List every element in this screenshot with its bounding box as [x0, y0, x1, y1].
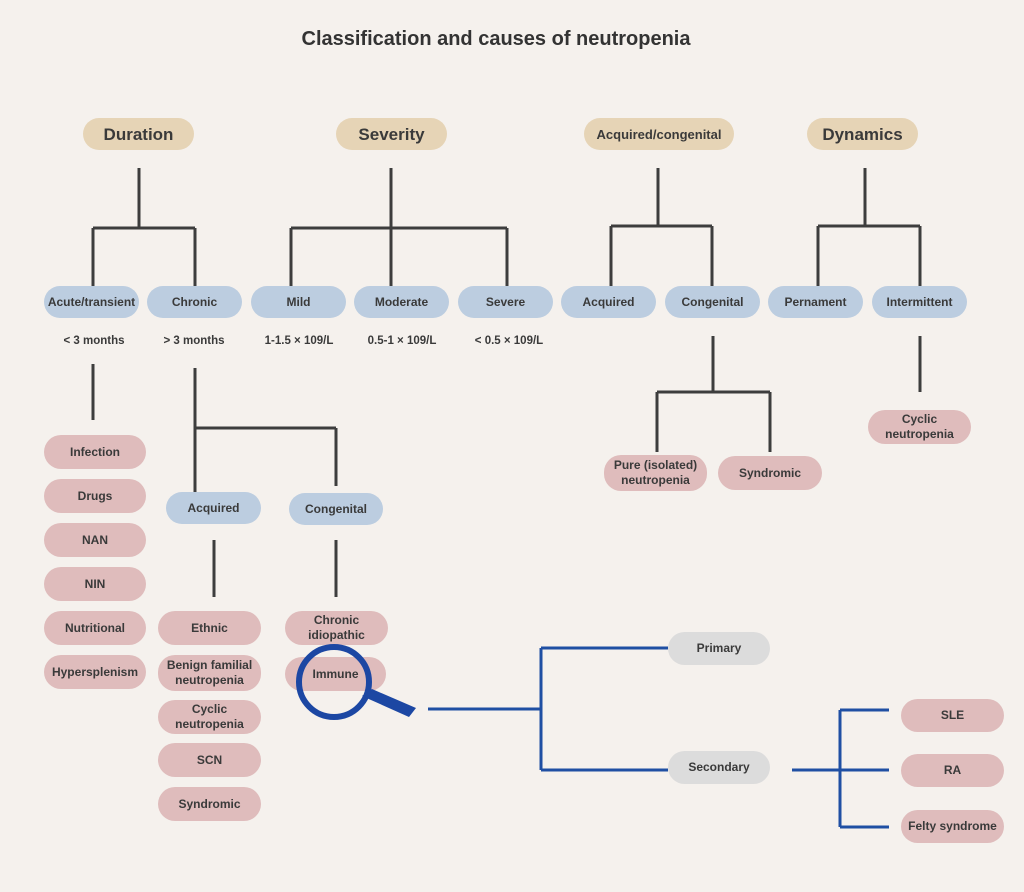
node-moderate: Moderate	[354, 286, 449, 318]
node-mild: Mild	[251, 286, 346, 318]
cause-syndromic: Syndromic	[158, 787, 261, 821]
node-chronic-congenital: Congenital	[289, 493, 383, 525]
category-severity: Severity	[336, 118, 447, 150]
cause-ethnic: Ethnic	[158, 611, 261, 645]
cause-syndromic-congenital: Syndromic	[718, 456, 822, 490]
cause-drugs: Drugs	[44, 479, 146, 513]
node-congenital: Congenital	[665, 286, 760, 318]
note-severe-range: < 0.5 × 109/L	[474, 335, 544, 347]
node-permanent: Pernament	[768, 286, 863, 318]
cause-nan: NAN	[44, 523, 146, 557]
node-chronic-acquired: Acquired	[166, 492, 261, 524]
note-moderate-range: 0.5-1 × 109/L	[367, 335, 437, 347]
cause-scn: SCN	[158, 743, 261, 777]
note-chronic-duration: > 3 months	[163, 335, 225, 347]
note-acute-duration: < 3 months	[63, 335, 125, 347]
cause-sle: SLE	[901, 699, 1004, 732]
node-secondary: Secondary	[668, 751, 770, 784]
cause-infection: Infection	[44, 435, 146, 469]
category-duration: Duration	[83, 118, 194, 150]
page-title: Classification and causes of neutropenia	[301, 28, 691, 50]
cause-cyclic-intermittent: Cyclic neutropenia	[868, 410, 971, 444]
cause-felty-syndrome: Felty syndrome	[901, 810, 1004, 843]
node-chronic: Chronic	[147, 286, 242, 318]
cause-cyclic-neutropenia: Cyclic neutropenia	[158, 700, 261, 734]
cause-nutritional: Nutritional	[44, 611, 146, 645]
node-acquired: Acquired	[561, 286, 656, 318]
node-intermittent: Intermittent	[872, 286, 967, 318]
cause-hypersplenism: Hypersplenism	[44, 655, 146, 689]
category-acquired-congenital: Acquired/congenital	[584, 118, 734, 150]
cause-nin: NIN	[44, 567, 146, 601]
cause-pure-isolated: Pure (isolated) neutropenia	[604, 455, 707, 491]
note-mild-range: 1-1.5 × 109/L	[264, 335, 334, 347]
node-acute-transient: Acute/transient	[44, 286, 139, 318]
magnifier-icon	[296, 644, 416, 720]
node-primary: Primary	[668, 632, 770, 665]
cause-ra: RA	[901, 754, 1004, 787]
category-dynamics: Dynamics	[807, 118, 918, 150]
cause-benign-familial: Benign familial neutropenia	[158, 655, 261, 691]
cause-chronic-idiopathic: Chronic idiopathic	[285, 611, 388, 645]
node-severe: Severe	[458, 286, 553, 318]
